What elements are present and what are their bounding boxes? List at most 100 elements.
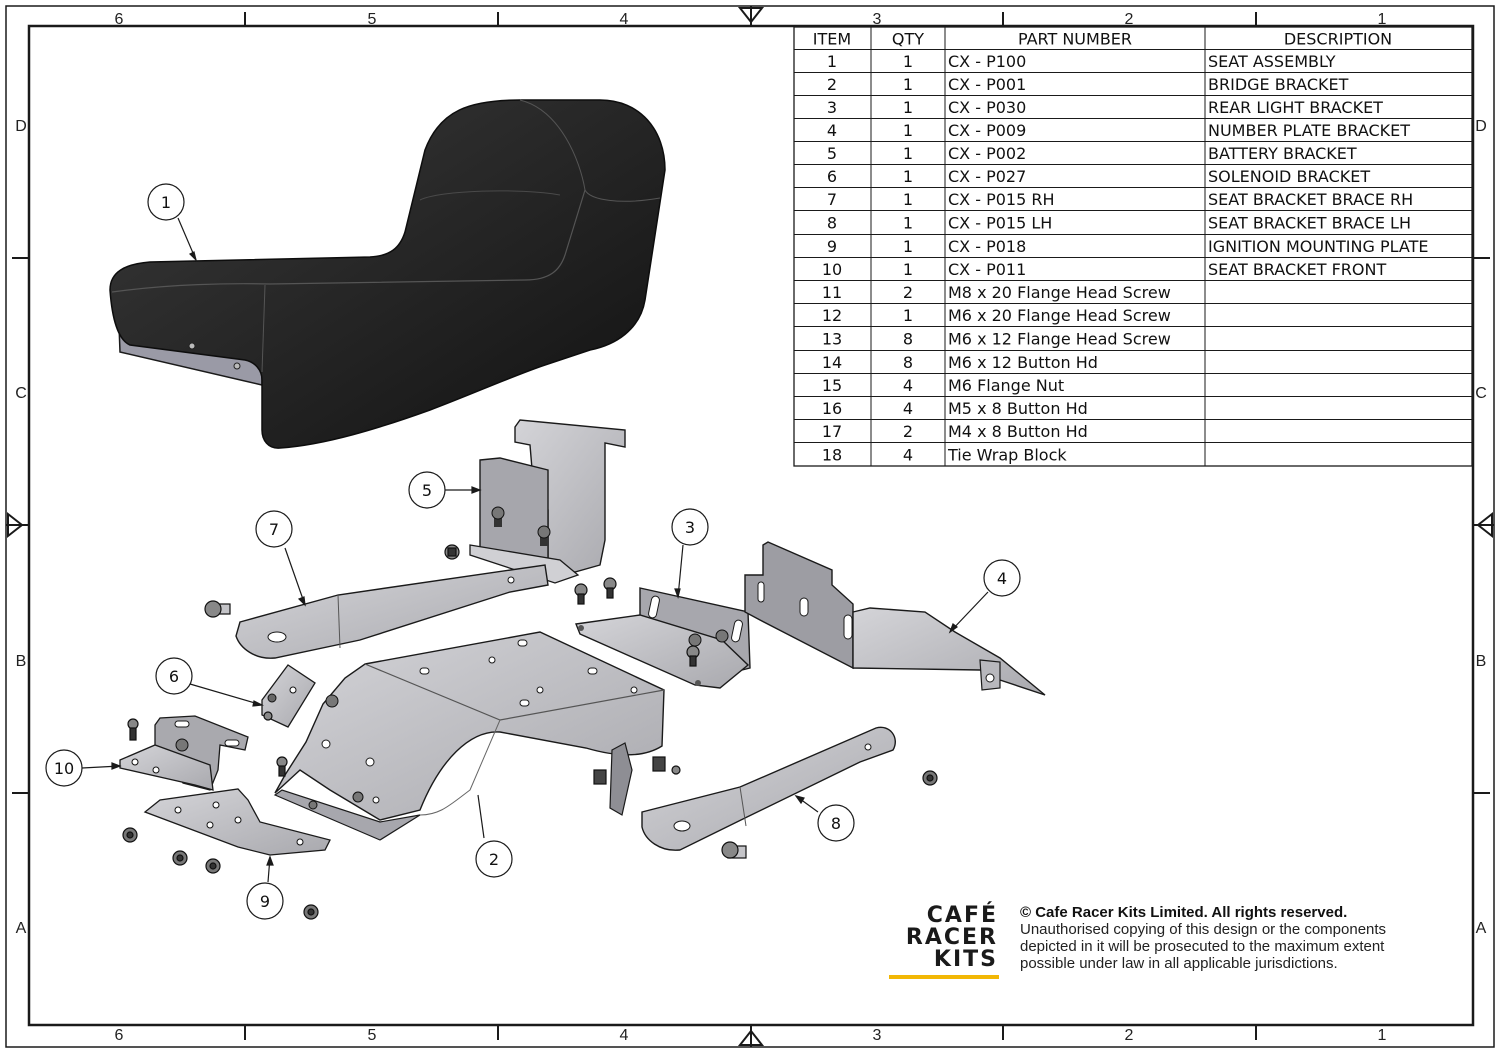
bom-cell-item: 16 — [822, 399, 842, 418]
bom-cell-qty: 1 — [903, 260, 913, 279]
bom-cell-part-number: CX - P030 — [948, 98, 1026, 117]
zone-col-1-top: 1 — [1378, 11, 1387, 28]
screw — [444, 544, 460, 560]
bom-cell-part-number: M6 x 20 Flange Head Screw — [948, 306, 1171, 325]
logo-line-2: RACER — [906, 925, 998, 950]
nut — [172, 850, 188, 866]
copyright-line-2: depicted in it will be prosecuted to the… — [1020, 938, 1385, 955]
bom-cell-item: 7 — [827, 190, 837, 209]
bom-cell-description: BRIDGE BRACKET — [1208, 75, 1349, 94]
bom-cell-qty: 1 — [903, 190, 913, 209]
bom-cell-part-number: CX - P015 RH — [948, 190, 1055, 209]
bom-cell-qty: 8 — [903, 330, 913, 349]
bom-cell-description: IGNITION MOUNTING PLATE — [1208, 237, 1428, 256]
bom-cell-part-number: M5 x 8 Button Hd — [948, 399, 1088, 418]
callout-4: 4 — [997, 569, 1007, 588]
nut — [922, 770, 938, 786]
bom-cell-item: 8 — [827, 214, 837, 233]
callouts — [81, 217, 989, 883]
bom-header-description: DESCRIPTION — [1284, 29, 1392, 48]
bom-cell-qty: 1 — [903, 167, 913, 186]
bom-cell-item: 5 — [827, 144, 837, 163]
zone-col-5-bottom: 5 — [368, 1027, 377, 1044]
copyright-line-1: Unauthorised copying of this design or t… — [1020, 921, 1386, 938]
nut — [122, 827, 138, 843]
bom-cell-qty: 1 — [903, 214, 913, 233]
zone-row-c-left: C — [15, 385, 27, 402]
zone-col-2-top: 2 — [1125, 11, 1134, 28]
tie-wrap-block — [593, 769, 607, 785]
part-seat-assembly — [109, 99, 666, 449]
bom-cell-item: 1 — [827, 52, 837, 71]
callout-8: 8 — [831, 814, 841, 833]
zone-col-6-bottom: 6 — [115, 1027, 124, 1044]
bom-cell-part-number: M4 x 8 Button Hd — [948, 422, 1088, 441]
company-logo: CAFÉ RACER KITS — [889, 902, 999, 979]
bom-cell-part-number: CX - P011 — [948, 260, 1026, 279]
tie-wrap-block — [652, 756, 666, 772]
zone-row-b-right: B — [1476, 653, 1487, 670]
bom-cell-description: SEAT BRACKET FRONT — [1208, 260, 1386, 279]
bom-cell-part-number: M6 x 12 Button Hd — [948, 353, 1098, 372]
part-seat-bracket-front — [119, 715, 249, 791]
bom-frame — [793, 26, 1473, 467]
bom-cells: ITEM QTY PART NUMBER DESCRIPTION 1 1 CX - P100… — [813, 29, 1429, 464]
bom-cell-part-number: CX - P018 — [948, 237, 1026, 256]
bom-header-part-number: PART NUMBER — [1018, 29, 1132, 48]
bom-cell-item: 18 — [822, 445, 842, 464]
bom-cell-item: 14 — [822, 353, 842, 372]
part-bridge-bracket — [273, 631, 665, 841]
part-seat-brace-rh — [235, 564, 549, 659]
bom-cell-item: 6 — [827, 167, 837, 186]
part-seat-brace-lh — [641, 726, 896, 851]
screw — [204, 600, 231, 618]
nut — [205, 858, 221, 874]
bom-header-item: ITEM — [813, 29, 851, 48]
bom-cell-item: 12 — [822, 306, 842, 325]
callout-bubbles: 1 2 3 4 5 6 7 8 9 10 — [45, 183, 1021, 920]
bom-cell-description: SOLENOID BRACKET — [1208, 167, 1370, 186]
bom-cell-part-number: CX - P001 — [948, 75, 1026, 94]
bom-cell-part-number: CX - P027 — [948, 167, 1026, 186]
callout-7: 7 — [269, 520, 279, 539]
zone-col-5-top: 5 — [368, 11, 377, 28]
bom-cell-qty: 1 — [903, 52, 913, 71]
zone-col-3-top: 3 — [873, 11, 882, 28]
bom-header-qty: QTY — [892, 29, 924, 48]
logo-line-3: KITS — [934, 947, 998, 972]
part-solenoid-bracket — [261, 664, 316, 728]
zone-row-c-right: C — [1475, 385, 1487, 402]
bom-cell-description: SEAT BRACKET BRACE LH — [1208, 214, 1411, 233]
zone-col-6-top: 6 — [115, 11, 124, 28]
nut — [303, 904, 319, 920]
bom-cell-part-number: CX - P015 LH — [948, 214, 1052, 233]
bom-cell-qty: 1 — [903, 237, 913, 256]
bom-cell-qty: 8 — [903, 353, 913, 372]
bom-cell-part-number: M8 x 20 Flange Head Screw — [948, 283, 1171, 302]
bom-cell-item: 10 — [822, 260, 842, 279]
callout-9: 9 — [260, 892, 270, 911]
part-number-plate-bracket — [744, 541, 1046, 696]
bom-cell-item: 13 — [822, 330, 842, 349]
zone-col-3-bottom: 3 — [873, 1027, 882, 1044]
callout-6: 6 — [169, 667, 179, 686]
bom-cell-part-number: CX - P009 — [948, 121, 1026, 140]
copyright-title: © Cafe Racer Kits Limited. All rights re… — [1020, 904, 1347, 921]
bom-cell-qty: 1 — [903, 75, 913, 94]
zone-col-2-bottom: 2 — [1125, 1027, 1134, 1044]
bom-cell-description: SEAT BRACKET BRACE RH — [1208, 190, 1413, 209]
bom-cell-qty: 4 — [903, 399, 913, 418]
zone-col-4-top: 4 — [620, 11, 629, 28]
part-ignition-mounting-plate — [143, 788, 331, 856]
bom-cell-part-number: Tie Wrap Block — [947, 445, 1067, 464]
bom-cell-description: BATTERY BRACKET — [1208, 144, 1357, 163]
bom-cell-qty: 1 — [903, 306, 913, 325]
bom-cell-qty: 4 — [903, 445, 913, 464]
callout-3: 3 — [685, 518, 695, 537]
screw — [574, 583, 588, 605]
bom-cell-part-number: CX - P100 — [948, 52, 1026, 71]
bom-cell-qty: 2 — [903, 283, 913, 302]
bom-cell-description: NUMBER PLATE BRACKET — [1208, 121, 1410, 140]
zone-row-a-right: A — [1476, 920, 1487, 937]
